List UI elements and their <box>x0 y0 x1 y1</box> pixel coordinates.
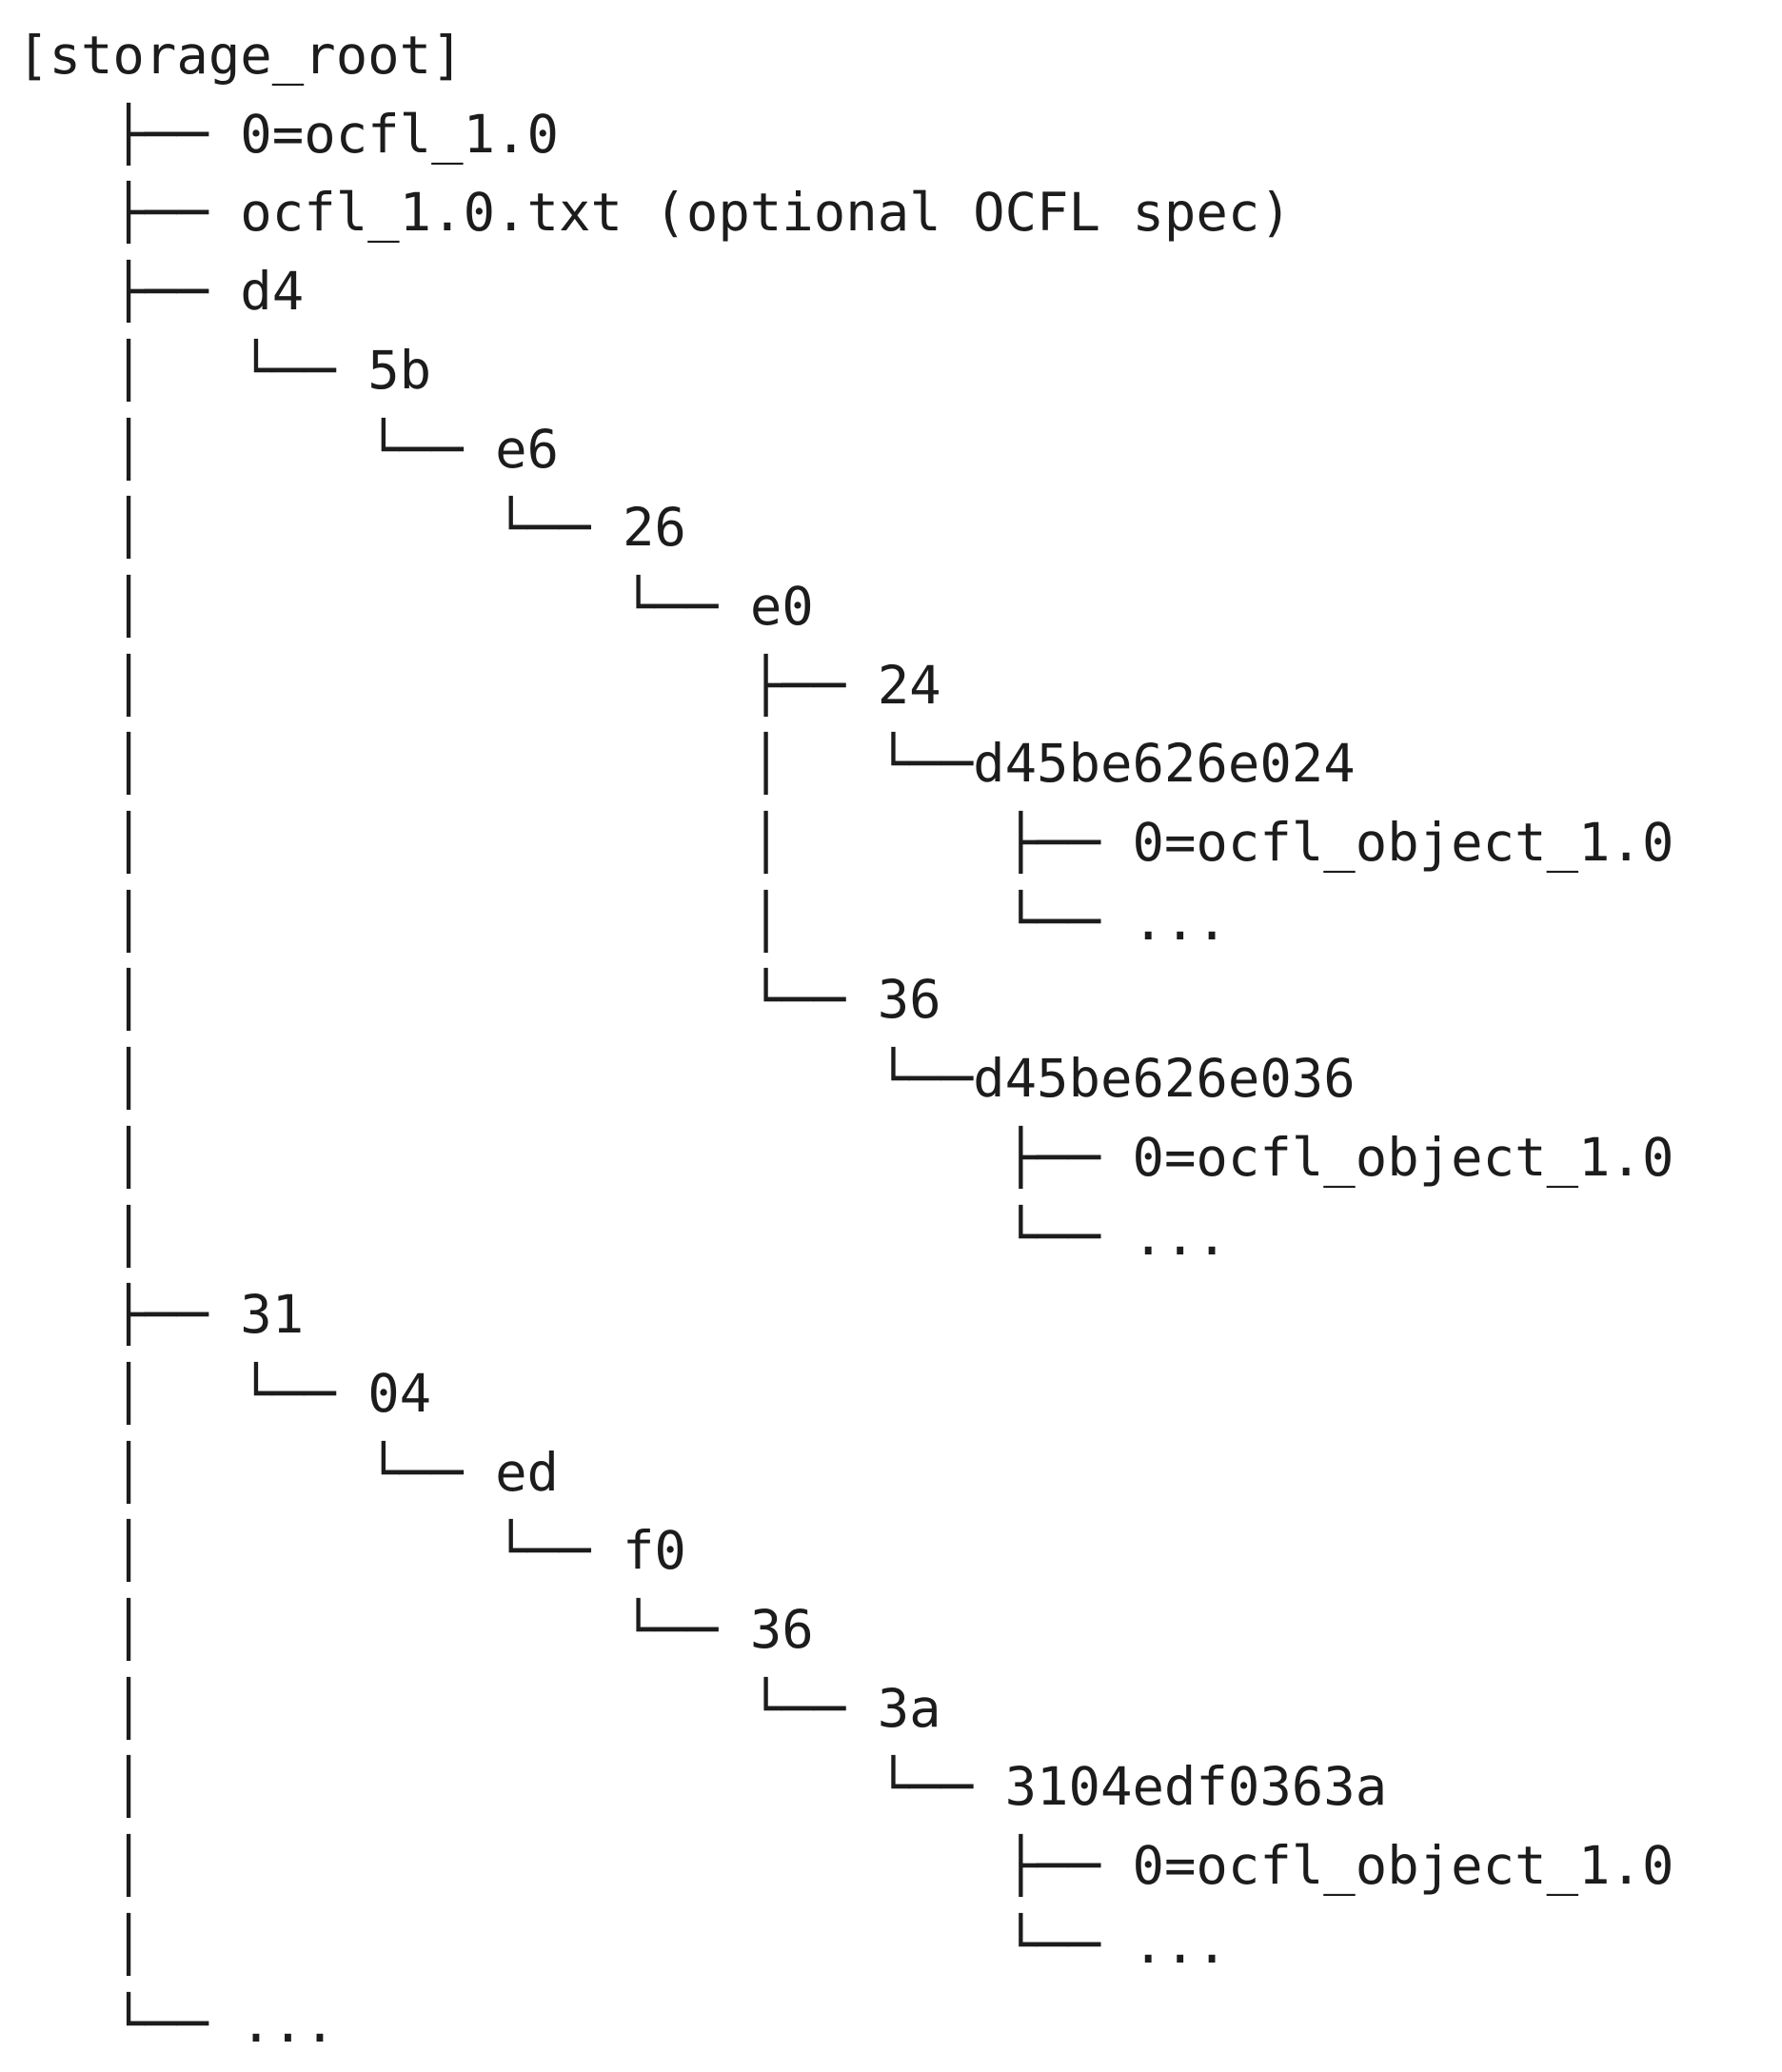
tree-node: │ └── 3104edf0363a <box>17 1748 1387 1827</box>
tree-connector: │ │ └── <box>17 890 1133 953</box>
tree-node: │ └── e0 <box>17 568 814 647</box>
node-label: ... <box>1132 1913 1228 1976</box>
node-label: 0=ocfl_object_1.0 <box>1132 812 1674 874</box>
tree-connector: │ └── <box>17 1520 623 1583</box>
tree-node: │ └── f0 <box>17 1512 686 1591</box>
node-label: 31 <box>240 1284 305 1347</box>
node-label: ed <box>495 1441 560 1504</box>
node-label: f0 <box>622 1520 686 1583</box>
tree-node: │ └── 36 <box>17 961 941 1040</box>
tree-connector: │ └── <box>17 575 750 638</box>
tree-connector: │ └── <box>17 1756 1005 1819</box>
tree-connector: │ └── <box>17 1599 750 1661</box>
tree-connector: │ └── <box>17 969 878 1032</box>
tree-connector: ├── <box>17 261 241 324</box>
tree-connector: │ ├── <box>17 1126 1133 1189</box>
tree-node: │ │ └──d45be626e024 <box>17 725 1356 804</box>
tree-node: ├── 0=ocfl_1.0 <box>17 96 559 175</box>
tree-connector: ├── <box>17 103 241 166</box>
node-label: 36 <box>877 969 941 1032</box>
node-label: d4 <box>240 261 305 324</box>
node-label: d45be626e024 <box>973 733 1356 796</box>
tree-node: │ └── 3a <box>17 1670 941 1749</box>
node-label: e0 <box>749 575 814 638</box>
tree-connector: │ │ └── <box>17 733 974 796</box>
tree-connector: │ └── <box>17 1362 368 1425</box>
node-label: ... <box>1132 890 1228 953</box>
node-label: 3a <box>877 1677 941 1740</box>
tree-node: ├── ocfl_1.0.txt (optional OCFL spec) <box>17 174 1292 253</box>
tree-connector: │ └── <box>17 497 623 560</box>
tree-connector: │ └── <box>17 1677 878 1740</box>
tree-connector: │ │ ├── <box>17 812 1133 874</box>
tree-connector: ├── <box>17 182 241 245</box>
tree-node: │ └── 26 <box>17 489 686 568</box>
tree-connector: │ └── <box>17 1205 1133 1268</box>
node-label: e6 <box>495 418 560 481</box>
tree-connector: └── <box>17 1992 241 2055</box>
tree-connector: │ └── <box>17 1913 1133 1976</box>
tree-node: │ └── e6 <box>17 411 559 490</box>
node-label: ... <box>1132 1205 1228 1268</box>
tree-connector: │ ├── <box>17 1835 1133 1898</box>
tree-node: │ └── 04 <box>17 1355 431 1434</box>
node-label: d45be626e036 <box>973 1048 1356 1111</box>
tree-node: └── ... <box>17 1985 336 2064</box>
tree-node: │ │ ├── 0=ocfl_object_1.0 <box>17 804 1673 883</box>
tree-node: │ ├── 0=ocfl_object_1.0 <box>17 1119 1673 1198</box>
node-label: 0=ocfl_1.0 <box>240 103 559 166</box>
tree-connector: │ ├── <box>17 654 878 717</box>
node-label: 26 <box>622 497 686 560</box>
tree-node: │ └── 36 <box>17 1591 814 1670</box>
tree-connector: │ └── <box>17 339 368 402</box>
tree-node: │ └── ... <box>17 1198 1228 1277</box>
node-label: 04 <box>367 1362 432 1425</box>
tree-node: │ │ └── ... <box>17 883 1228 962</box>
tree-connector: │ └── <box>17 1441 496 1504</box>
tree-connector: │ └── <box>17 418 496 481</box>
tree-node: ├── d4 <box>17 253 304 332</box>
node-label: 0=ocfl_object_1.0 <box>1132 1835 1674 1898</box>
tree-node: │ ├── 24 <box>17 647 941 726</box>
tree-node: ├── 31 <box>17 1276 304 1355</box>
tree-root: [storage_root] <box>17 17 464 96</box>
node-label: 3104edf0363a <box>1004 1756 1388 1819</box>
tree-connector: ├── <box>17 1284 241 1347</box>
root-label: [storage_root] <box>17 25 464 87</box>
tree-node: │ └── ed <box>17 1434 559 1513</box>
node-label: 24 <box>877 654 941 717</box>
node-label: 5b <box>367 339 432 402</box>
tree-node: │ ├── 0=ocfl_object_1.0 <box>17 1827 1673 1906</box>
tree-connector: │ └── <box>17 1048 974 1111</box>
node-label: 36 <box>749 1599 814 1661</box>
node-label: ocfl_1.0.txt (optional OCFL spec) <box>240 182 1292 245</box>
tree-node: │ └──d45be626e036 <box>17 1040 1356 1119</box>
tree-node: │ └── 5b <box>17 332 431 411</box>
node-label: ... <box>240 1992 336 2055</box>
tree-node: │ └── ... <box>17 1906 1228 1985</box>
node-label: 0=ocfl_object_1.0 <box>1132 1126 1674 1189</box>
